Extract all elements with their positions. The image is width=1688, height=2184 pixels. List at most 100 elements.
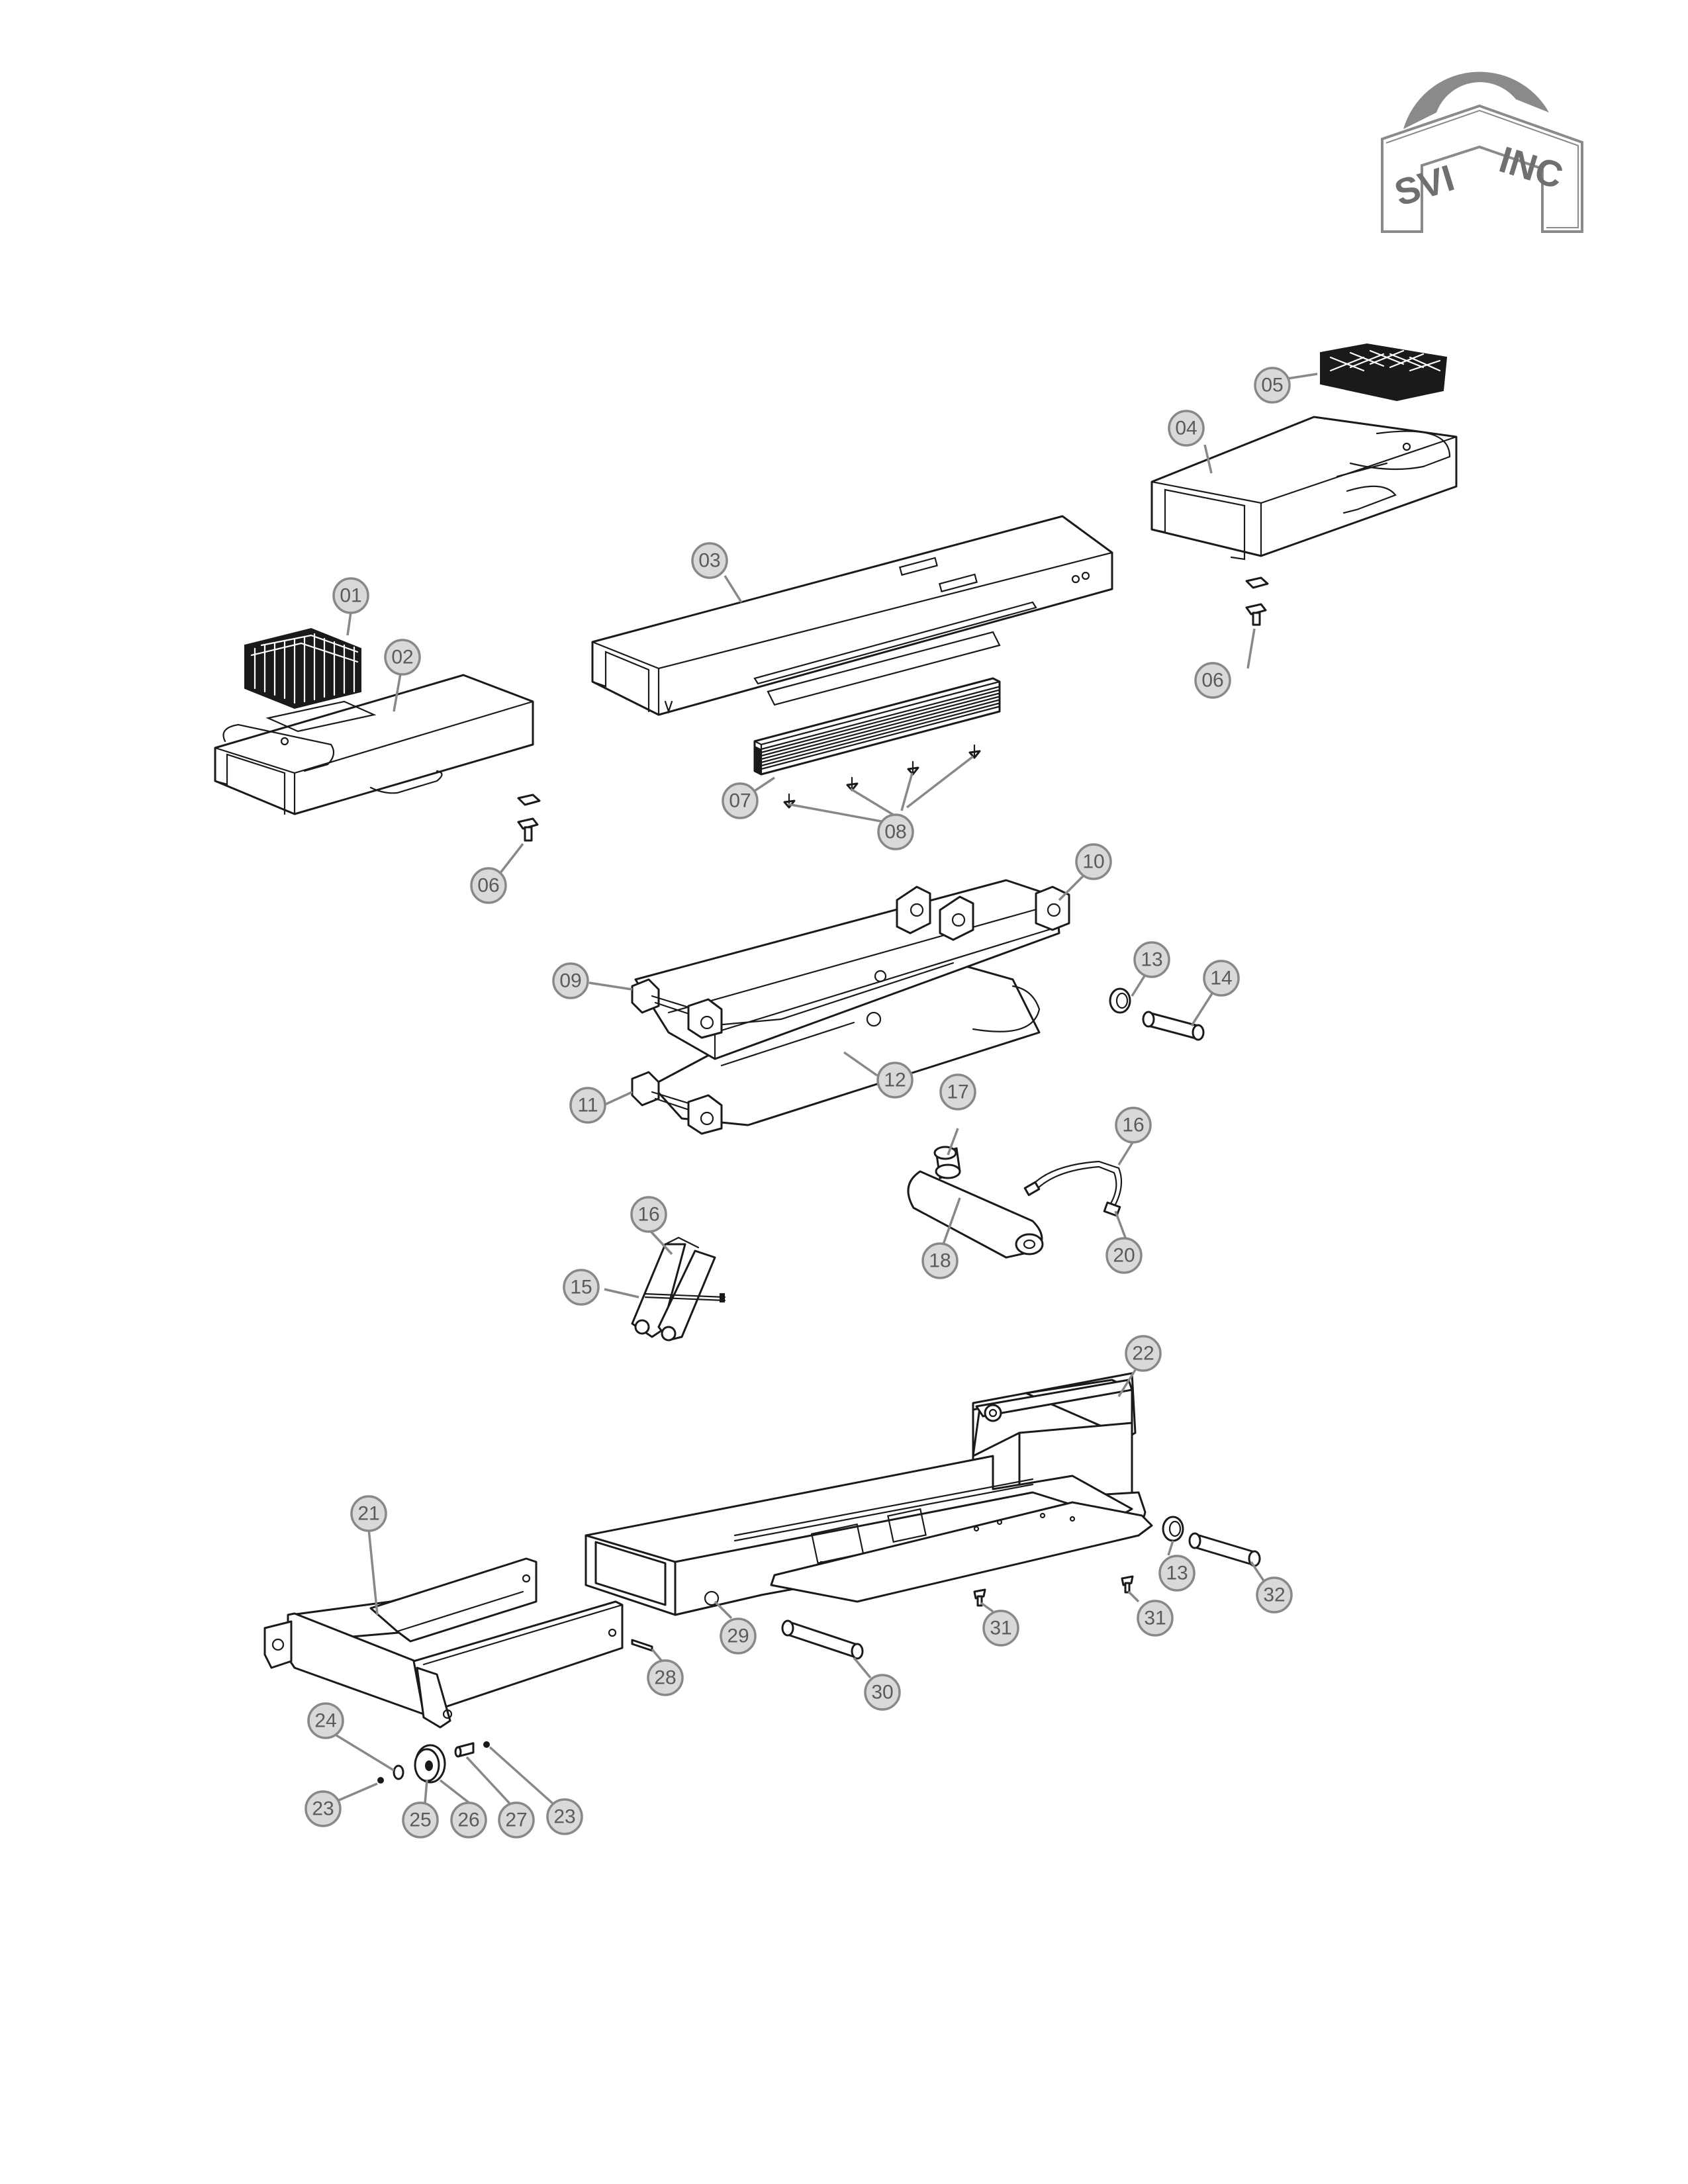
washer [393, 1764, 404, 1780]
callout: 29 [720, 1617, 757, 1655]
svg-text:13: 13 [1141, 949, 1162, 971]
pin-lower [1188, 1532, 1261, 1567]
pin-upper [1142, 1011, 1205, 1041]
callout: 31 [1137, 1600, 1174, 1637]
upper-channel [591, 515, 1113, 716]
callout: 23 [305, 1790, 342, 1827]
svg-text:27: 27 [505, 1809, 527, 1831]
callout: 02 [384, 639, 421, 676]
clip-left [377, 1777, 384, 1784]
rubber-pad-right [1320, 343, 1448, 402]
callout: 32 [1256, 1576, 1293, 1614]
bushing-upper [1109, 987, 1131, 1014]
callout: 24 [307, 1702, 344, 1739]
svg-text:26: 26 [457, 1809, 479, 1831]
svg-text:14: 14 [1210, 968, 1232, 989]
callout: 10 [1075, 843, 1112, 880]
callout: 01 [332, 577, 369, 614]
bolt-left [517, 794, 541, 842]
logo-badge [1381, 104, 1583, 233]
callout: 15 [563, 1269, 600, 1306]
svg-text:06: 06 [477, 875, 499, 897]
callout: 30 [864, 1674, 901, 1711]
clip-right [483, 1741, 490, 1748]
callout: 23 [546, 1798, 583, 1835]
svg-text:06: 06 [1201, 670, 1223, 692]
svg-text:20: 20 [1113, 1245, 1135, 1267]
hose [1023, 1160, 1123, 1206]
base-pin [781, 1619, 864, 1660]
callout: 06 [470, 867, 507, 904]
callout: 20 [1105, 1237, 1143, 1274]
callout: 13 [1158, 1555, 1196, 1592]
callout: 25 [402, 1801, 439, 1839]
base-screw-left [973, 1588, 986, 1607]
callout: 05 [1254, 367, 1291, 404]
svg-text:02: 02 [391, 647, 413, 668]
end-cap-right [1150, 416, 1458, 561]
callout: 22 [1125, 1335, 1162, 1372]
svg-text:28: 28 [654, 1667, 676, 1689]
svg-text:23: 23 [553, 1806, 575, 1828]
svg-text:04: 04 [1175, 418, 1197, 439]
svg-text:12: 12 [884, 1069, 906, 1091]
logo-arch [1403, 71, 1549, 129]
svg-text:17: 17 [947, 1081, 968, 1103]
base-frame [585, 1455, 1153, 1616]
svg-text:10: 10 [1082, 851, 1104, 873]
svg-text:11: 11 [577, 1095, 598, 1116]
wheel-hub [425, 1760, 433, 1771]
svg-text:32: 32 [1263, 1584, 1285, 1606]
callout: 07 [722, 782, 759, 819]
svg-text:29: 29 [727, 1625, 749, 1647]
arm-pin-upper [631, 978, 723, 1039]
svg-text:31: 31 [1144, 1608, 1166, 1629]
svg-text:13: 13 [1166, 1563, 1188, 1584]
svg-text:16: 16 [1122, 1115, 1144, 1136]
callout: 28 [647, 1659, 684, 1696]
callout: 13 [1133, 941, 1170, 978]
callout: 16 [1115, 1107, 1152, 1144]
svg-text:05: 05 [1261, 375, 1283, 396]
callout: 16 [630, 1196, 667, 1233]
rubber-pad-left [244, 627, 361, 709]
end-cap-left [214, 674, 534, 815]
callout: 27 [498, 1801, 535, 1839]
callout: 09 [552, 962, 589, 999]
cylinder [907, 1146, 1044, 1259]
roll-pin [631, 1639, 653, 1652]
svg-text:07: 07 [729, 790, 751, 812]
svg-text:09: 09 [559, 970, 581, 992]
callout: 04 [1168, 410, 1205, 447]
svg-text:31: 31 [990, 1617, 1011, 1639]
scissor-assembly [631, 879, 1070, 1135]
svg-text:22: 22 [1132, 1343, 1154, 1365]
bolt-right [1245, 576, 1269, 626]
svg-text:15: 15 [570, 1277, 592, 1298]
callout: 12 [876, 1062, 914, 1099]
callout: 18 [921, 1242, 959, 1279]
svg-text:21: 21 [357, 1503, 379, 1525]
callout: 03 [691, 542, 728, 579]
svg-text:08: 08 [884, 821, 906, 843]
callout: 08 [877, 813, 914, 850]
callouts: 01 02 03 04 05 06 06 07 08 09 10 11 12 1… [305, 367, 1293, 1839]
callout: 06 [1194, 662, 1231, 699]
svg-text:16: 16 [637, 1204, 659, 1226]
company-logo: SVI INC [1381, 71, 1583, 233]
callout: 21 [350, 1495, 387, 1532]
callout: 26 [450, 1801, 487, 1839]
lock-bracket [631, 1236, 726, 1342]
cylinder-body [907, 1170, 1043, 1259]
svg-text:23: 23 [312, 1798, 334, 1820]
svg-text:18: 18 [929, 1250, 951, 1272]
svg-text:30: 30 [871, 1682, 893, 1704]
handle-frame [263, 1557, 624, 1729]
axle [454, 1742, 475, 1758]
base-screw-right [1121, 1575, 1134, 1594]
screws [783, 744, 981, 809]
svg-text:25: 25 [409, 1809, 431, 1831]
svg-text:24: 24 [314, 1710, 336, 1732]
lock-bracket-top [664, 1236, 700, 1249]
bushing-lower [1162, 1516, 1184, 1542]
